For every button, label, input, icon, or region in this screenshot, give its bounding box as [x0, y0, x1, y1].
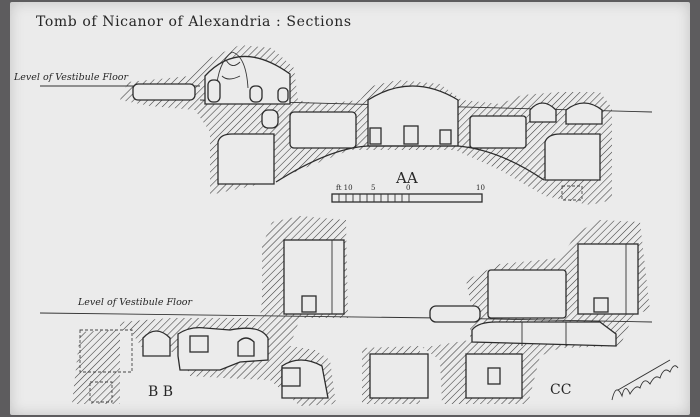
floor-curve-aa	[275, 145, 545, 183]
niche-aa-3	[277, 87, 289, 103]
level-label-top: Level of Vestibule Floor	[13, 72, 130, 83]
vestibule-aa	[132, 83, 196, 101]
level-line-bottom	[39, 312, 441, 319]
door-aa-3	[439, 129, 452, 145]
section-cc-label: CC	[550, 382, 571, 398]
rock-mass-aa-upper-left	[120, 45, 612, 205]
section-bb-drawing: Level of Vestibule Floor	[39, 216, 441, 406]
passage-aa-left	[289, 111, 357, 149]
scale-bar-frame	[331, 193, 483, 203]
scale-tick-2: 0	[406, 184, 410, 192]
chamber-cc-left	[369, 353, 429, 399]
passage-aa-right	[469, 115, 527, 149]
niche-bb-2	[189, 335, 209, 353]
small-niche-aa	[261, 109, 279, 129]
level-label-bottom: Level of Vestibule Floor	[77, 297, 194, 308]
scale-tick-3: 10	[476, 184, 485, 192]
door-bb	[301, 295, 317, 313]
niche-aa-2	[249, 85, 263, 103]
side-chamber-aa-left	[217, 133, 275, 185]
door-aa-1	[369, 127, 382, 145]
dashed-room-bb	[79, 329, 133, 373]
niche-bb-4	[281, 367, 301, 387]
section-bb-label: B B	[148, 384, 173, 400]
niche-bb-3	[237, 337, 255, 357]
scale-tick-0: ft 10	[336, 184, 353, 192]
artist-signature	[611, 359, 679, 401]
rock-mass-bb	[72, 216, 348, 406]
niche-bb-1	[142, 330, 171, 357]
section-aa-label: AA	[395, 169, 418, 187]
vestibule-cc	[429, 305, 481, 323]
tomb-pit-aa	[561, 185, 583, 201]
niche-aa-1	[207, 79, 221, 103]
drawing-title: Tomb of Nicanor of Alexandria : Sections	[36, 14, 352, 30]
door-cc	[593, 297, 609, 313]
scale-bar: ft 10 5 0 10	[331, 184, 485, 203]
section-aa-drawing: Level of Vestibule Floor	[13, 45, 653, 205]
passage-cc	[471, 321, 617, 347]
scale-tick-1: 5	[371, 184, 375, 192]
central-hall-aa	[367, 85, 459, 147]
dome-aa-right-1	[529, 102, 557, 123]
dome-aa-right-2	[565, 102, 603, 125]
chamber-cc-upper	[487, 269, 567, 319]
section-cc-drawing	[362, 220, 653, 404]
niche-cc	[487, 367, 501, 385]
statue-niche	[215, 51, 249, 93]
door-aa-2	[403, 125, 419, 145]
dashed-pit-bb	[89, 381, 113, 403]
side-chamber-aa-right	[544, 133, 601, 181]
